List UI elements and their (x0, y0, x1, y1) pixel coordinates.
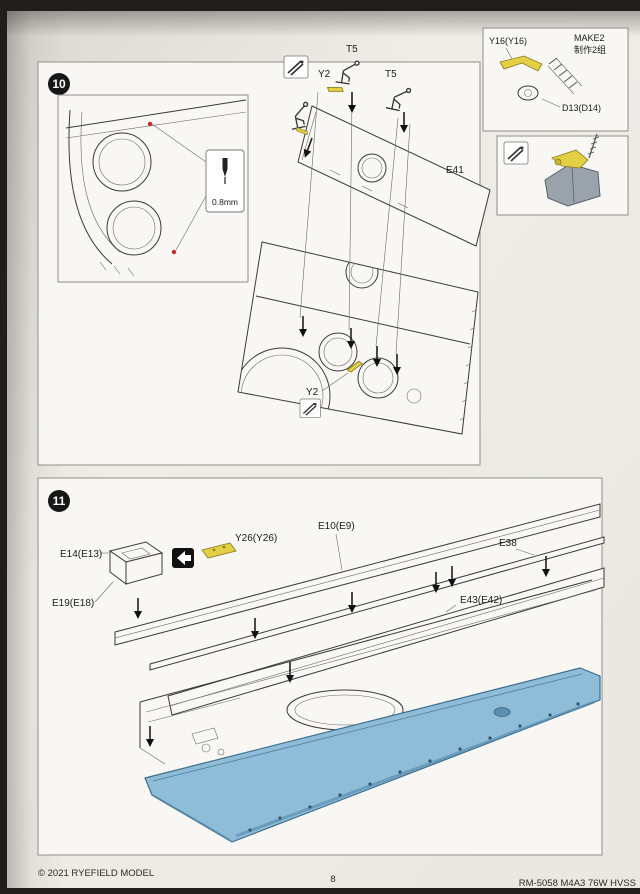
copyright-text: © 2021 RYEFIELD MODEL (38, 868, 154, 879)
part-y16-lever (499, 55, 543, 72)
make2-count-label-zh: 制作2组 (574, 44, 606, 55)
part-label-y2-bottom: Y2 (306, 387, 319, 398)
drill-callout: 0.8mm (205, 149, 245, 213)
step-10-number: 10 (52, 77, 66, 91)
make2-inset: Y16(Y16) MAKE2 制作2组 D13(D14) (482, 27, 629, 132)
blue-hull-plate (144, 667, 601, 843)
page-footer: © 2021 RYEFIELD MODEL 8 RM-5058 M4A3 76W… (38, 868, 636, 889)
step-10-y2-bottom-callout: Y2 (299, 372, 349, 419)
tweezers-icon (503, 141, 529, 165)
step-10-number-badge: 10 (48, 73, 70, 95)
assembled-unit-inset (496, 133, 629, 216)
part-label-y2-top: Y2 (318, 69, 331, 80)
part-label-t5-mid: T5 (385, 69, 397, 80)
plate-e43 (167, 567, 605, 716)
blue-plate-hole (493, 707, 511, 717)
step-10-parts-cluster: Y2 T5 T5 (283, 44, 412, 160)
part-d13-base (517, 85, 539, 101)
tweezers-icon (299, 398, 322, 419)
direction-arrow-icon (172, 548, 194, 568)
part-label-e41: E41 (446, 165, 464, 176)
plate-e41 (297, 105, 491, 247)
part-label-e43: E43(E42) (460, 595, 502, 606)
part-y26 (201, 542, 237, 559)
drill-point-marker (171, 249, 177, 255)
threaded-rod-drawing (587, 136, 600, 155)
drill-size-label: 0.8mm (212, 197, 238, 207)
tweezers-icon (283, 55, 309, 79)
plate-e10 (114, 503, 601, 646)
part-label-t5-top: T5 (346, 44, 358, 55)
spring-coil-drawing (548, 57, 578, 89)
step-11-section: 11 E14(E13) E19(E18) Y26(Y26) E1 (37, 477, 605, 856)
drill-point-marker (147, 121, 153, 127)
part-label-e14: E14(E13) (60, 549, 102, 560)
part-label-e10: E10(E9) (318, 521, 355, 532)
step-10-main-drawing (237, 91, 491, 435)
part-label-y26: Y26(Y26) (235, 533, 277, 544)
make2-inset-border (482, 27, 629, 132)
yellow-lever-part (551, 149, 589, 169)
bolt-dots (248, 702, 580, 832)
page-number: 8 (330, 874, 335, 885)
make2-count-label: MAKE2 (574, 33, 605, 43)
step-11-number-badge: 11 (48, 490, 70, 512)
kit-code-text: RM-5058 M4A3 76W HVSS (519, 878, 636, 889)
part-label-e38: E38 (499, 538, 517, 549)
hull-lower-assembly (237, 241, 479, 435)
bracket-part-e14 (108, 541, 164, 585)
step-11-number: 11 (53, 494, 66, 508)
drill-bit-icon (222, 158, 228, 184)
part-label-d13: D13(D14) (562, 103, 601, 113)
part-label-e19: E19(E18) (52, 598, 94, 609)
part-label-y16: Y16(Y16) (489, 36, 527, 46)
step-10-section: 10 0 (37, 44, 491, 466)
lever-pivot (554, 158, 562, 166)
step-10-detail-inset: 0.8mm (57, 94, 249, 283)
hull-tub-drawing (139, 579, 597, 765)
